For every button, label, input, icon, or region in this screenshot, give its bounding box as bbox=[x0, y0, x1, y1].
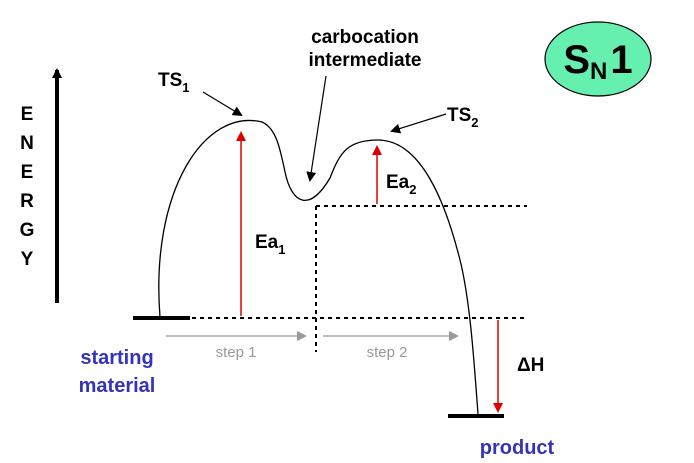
axis-letter: E bbox=[21, 104, 34, 125]
ts1-main: TS bbox=[158, 70, 182, 91]
badge-ellipse bbox=[544, 21, 652, 97]
ea1-main: Ea bbox=[255, 232, 279, 253]
ea2-sub: 2 bbox=[409, 182, 416, 197]
delta-h-label: ΔH bbox=[517, 355, 544, 376]
svg-text:SN1: SN1 bbox=[563, 38, 632, 85]
step1-label: step 1 bbox=[216, 344, 257, 361]
ts2-label: TS2 bbox=[447, 105, 479, 130]
reaction-curve bbox=[158, 119, 479, 415]
axis-letter: E bbox=[21, 162, 34, 183]
product-label: product bbox=[480, 437, 555, 459]
ts1-sub: 1 bbox=[182, 80, 189, 95]
ea1-label: Ea1 bbox=[255, 232, 285, 257]
intermediate-pointer-arrow bbox=[306, 75, 327, 182]
badge-main: S bbox=[563, 38, 590, 82]
axis-letter: N bbox=[20, 133, 34, 154]
axis-letter: R bbox=[20, 191, 34, 212]
ts1-label: TS1 bbox=[158, 70, 190, 95]
sn1-badge: SN1 bbox=[544, 21, 652, 97]
starting-material-label-line2: material bbox=[79, 375, 156, 397]
ea2-label: Ea2 bbox=[386, 172, 416, 197]
starting-material-label-line1: starting bbox=[80, 347, 153, 369]
step2-label: step 2 bbox=[367, 344, 408, 361]
intermediate-label-line2: intermediate bbox=[309, 50, 422, 71]
ts2-pointer-arrow bbox=[390, 113, 447, 134]
ts2-main: TS bbox=[447, 105, 471, 126]
ts2-sub: 2 bbox=[471, 115, 478, 130]
ea2-main: Ea bbox=[386, 172, 410, 193]
badge-sub: N bbox=[590, 58, 607, 85]
badge-num: 1 bbox=[610, 38, 632, 82]
energy-axis-label: E N E R G Y bbox=[20, 104, 35, 270]
axis-letter: Y bbox=[21, 249, 34, 270]
intermediate-label-line1: carbocation bbox=[311, 27, 419, 48]
ts1-pointer-arrow bbox=[202, 91, 243, 117]
ea1-sub: 1 bbox=[278, 242, 285, 257]
axis-letter: G bbox=[20, 220, 35, 241]
